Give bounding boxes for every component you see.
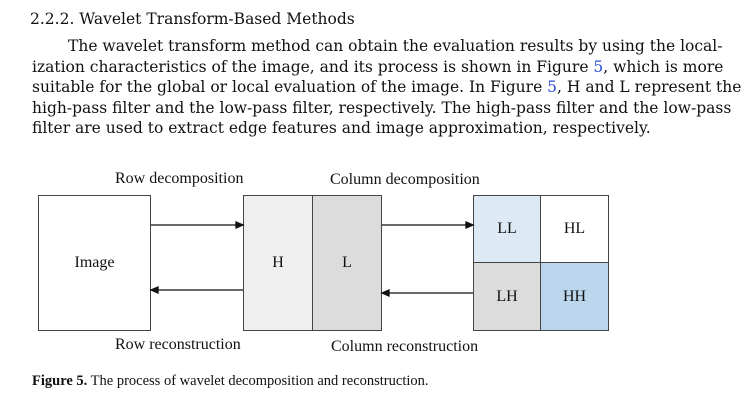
row-reconstruction-label: Row reconstruction (115, 336, 241, 353)
ll-label: LL (497, 220, 517, 237)
ll-subband-box: LL (473, 195, 541, 263)
column-reconstruction-label: Column reconstruction (331, 338, 479, 355)
row-decomposition-label: Row decomposition (115, 170, 244, 187)
paragraph-line-1: The wavelet transform method can obtain … (68, 37, 723, 55)
image-box: Image (38, 195, 151, 331)
paragraph-line-4: high-pass filter and the low-pass filter… (32, 98, 732, 117)
h-label: H (272, 254, 284, 271)
figure-caption: Figure 5. The process of wavelet decompo… (32, 373, 429, 390)
paragraph-line-5: filter are used to extract edge features… (32, 119, 651, 137)
column-reconstruction-arrowhead (380, 289, 390, 297)
section-paragraph: The wavelet transform method can obtain … (32, 36, 742, 139)
paragraph-line-2: ization characteristics of the image, an… (32, 57, 724, 76)
row-decomposition-arrowhead (235, 221, 245, 229)
row-reconstruction-arrowhead (149, 286, 159, 294)
paragraph-line-3: suitable for the global or local evaluat… (32, 78, 742, 96)
caption-label: Figure 5. (32, 373, 88, 389)
section-heading: 2.2.2. Wavelet Transform-Based Methods (30, 10, 355, 28)
hh-subband-box: HH (540, 262, 609, 331)
caption-text: The process of wavelet decomposition and… (87, 373, 429, 389)
l-label: L (342, 254, 352, 271)
hl-label: HL (563, 220, 586, 237)
l-filter-box: L (312, 195, 382, 331)
column-decomposition-arrowhead (465, 221, 475, 229)
lh-label: LH (496, 287, 518, 305)
lh-subband-box: LH (473, 262, 541, 331)
column-decomposition-label: Column decomposition (330, 171, 480, 188)
hh-label: HH (562, 287, 587, 305)
image-label: Image (74, 254, 115, 271)
